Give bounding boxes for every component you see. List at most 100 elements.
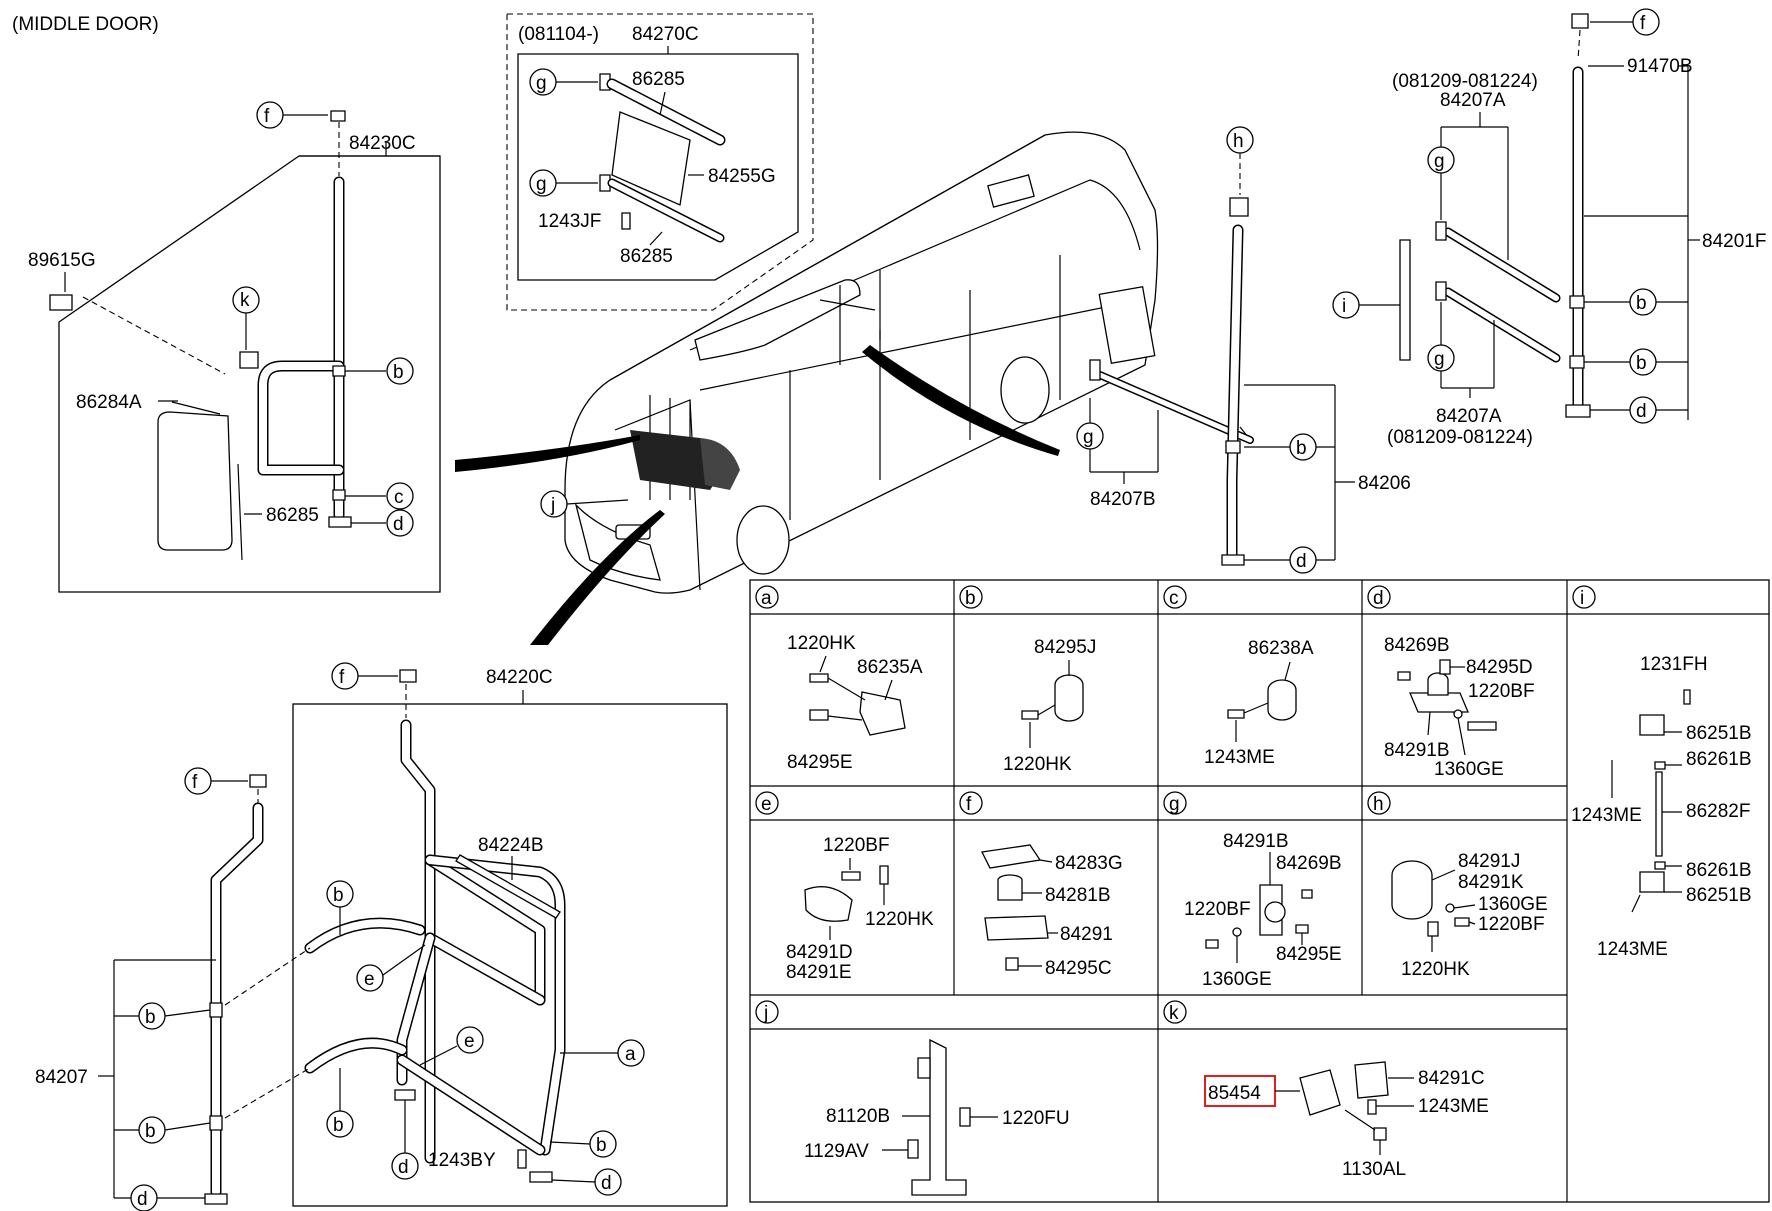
part-84270c-label: 84270C (632, 24, 699, 45)
roof-hatch-icon (987, 174, 1035, 208)
table-header-f: f (959, 791, 983, 815)
svg-text:1243ME: 1243ME (1571, 805, 1642, 826)
svg-text:1220BF: 1220BF (823, 835, 890, 856)
front-wheel-icon (736, 505, 790, 575)
callout-e-84220c-1[interactable] (356, 964, 384, 992)
parts-table: a b c d i e f g h j k 1220HK 86235A 8429… (749, 579, 1770, 1203)
svg-text:g: g (1083, 427, 1094, 448)
table-header-i: i (1572, 585, 1596, 609)
svg-text:g: g (1434, 349, 1445, 370)
callout-d[interactable] (386, 509, 414, 537)
part-86238a-icon (1267, 679, 1297, 721)
table-header-b: b (959, 585, 983, 609)
svg-text:84283G: 84283G (1055, 853, 1123, 874)
pole-base-icon (328, 516, 352, 528)
svg-text:84295J: 84295J (1034, 637, 1096, 658)
part-84295j-icon (1054, 674, 1084, 722)
svg-text:b: b (1636, 353, 1647, 374)
svg-text:84269B: 84269B (1276, 853, 1342, 874)
part-1243by-label: 1243BY (428, 1150, 496, 1171)
strip-84224b-icon (455, 854, 561, 919)
clip-k-icon (239, 351, 259, 369)
cell-i: 1231FH 86251B 86261B 1243ME 86282F 86261… (1571, 654, 1752, 960)
svg-text:h: h (1233, 131, 1244, 152)
part-1243jf-label: 1243JF (538, 211, 601, 232)
callout-c-text: c (394, 487, 404, 508)
svg-text:84295E: 84295E (1276, 944, 1342, 965)
svg-text:86282F: 86282F (1686, 801, 1750, 822)
part-91470b-label: 91470B (1627, 56, 1693, 77)
part-84291d-icon (804, 886, 853, 922)
ceiling-clip-icon (1229, 197, 1249, 217)
svg-text:86261B: 86261B (1686, 749, 1752, 770)
part-84291b-d-icon (1409, 692, 1469, 713)
callout-b-text: b (393, 362, 404, 383)
part-84291j-icon (1391, 860, 1433, 920)
svg-text:84291C: 84291C (1418, 1068, 1485, 1089)
svg-text:g: g (536, 174, 547, 195)
part-84207a-top-date: (081209-081224) (1392, 71, 1538, 92)
svg-text:84295D: 84295D (1466, 657, 1533, 678)
svg-text:b: b (333, 1115, 344, 1136)
assembly-84230c: 84230C f k b c d 89615G 86284A (28, 101, 441, 593)
svg-text:b: b (965, 588, 976, 609)
part-81120b-icon (911, 1038, 967, 1196)
cell-j: 81120B 1220FU 1129AV (804, 1038, 1070, 1196)
svg-text:1220HK: 1220HK (865, 909, 934, 930)
svg-text:84281B: 84281B (1045, 885, 1111, 906)
part-84224b-label: 84224B (478, 835, 544, 856)
screw-1243jf-icon (621, 212, 631, 230)
callout-k-text: k (240, 290, 250, 311)
callout-f-84201f[interactable] (1632, 8, 1660, 36)
callout-f-text: f (264, 106, 270, 127)
clip-g-bot-icon (599, 174, 611, 192)
svg-text:84295C: 84295C (1045, 958, 1112, 979)
assembly-84207: f b b d 84207 (35, 767, 311, 1211)
svg-text:a: a (625, 1044, 636, 1065)
part-86282f-icon (1655, 771, 1663, 857)
cell-d: 84269B 84295D 1220BF 84291B 1360GE (1384, 635, 1535, 780)
bus-illustration: j (455, 131, 1254, 645)
cell-g: 84291B 84269B 1220BF 1360GE 84295E (1184, 831, 1342, 990)
svg-text:a: a (761, 588, 772, 609)
table-header-c: c (1163, 585, 1187, 609)
svg-text:d: d (1373, 588, 1384, 609)
table-header-a: a (755, 585, 779, 609)
svg-text:84291B: 84291B (1223, 831, 1289, 852)
svg-text:86235A: 86235A (857, 657, 923, 678)
table-header-j: j (755, 1000, 779, 1024)
middle-door-label: (MIDDLE DOOR) (12, 14, 159, 35)
plug-89615g-icon (49, 294, 73, 311)
svg-text:d: d (1296, 551, 1307, 572)
svg-text:86238A: 86238A (1248, 638, 1314, 659)
svg-text:1130AL: 1130AL (1342, 1159, 1406, 1180)
callout-f-84207[interactable] (184, 767, 212, 795)
svg-text:i: i (1580, 588, 1584, 609)
cell-f: 84283G 84281B 84291 84295C (981, 844, 1123, 979)
inset-84270c: (081104-) 84270C g g 86285 84255G 1243JF… (506, 13, 814, 311)
part-84207-label: 84207 (35, 1067, 88, 1088)
callout-f[interactable] (256, 101, 284, 129)
callout-k[interactable] (232, 286, 260, 314)
callout-e-84220c-2[interactable] (456, 1026, 484, 1054)
cell-c: 86238A 1243ME (1204, 638, 1314, 768)
assembly-84206: h b d 84206 g 84207B (1076, 126, 1411, 574)
side-rail-i-icon (1399, 239, 1411, 361)
part-86251b-icon (1639, 714, 1665, 736)
svg-text:f: f (339, 667, 345, 688)
assembly-84201f: f 91470B 84201F (081209-081224) 84207A g… (1332, 8, 1766, 448)
part-84255g-label: 84255G (708, 166, 776, 187)
part-86285-inset-top-label: 86285 (632, 69, 685, 90)
svg-text:e: e (364, 969, 375, 990)
svg-text:b: b (145, 1121, 156, 1142)
callout-f-84220c[interactable] (331, 662, 359, 690)
callout-c[interactable] (386, 482, 414, 510)
svg-text:d: d (137, 1189, 148, 1210)
window-84255g-icon (611, 111, 691, 206)
svg-text:b: b (1296, 438, 1307, 459)
svg-text:e: e (761, 794, 772, 815)
part-85454-label[interactable]: 85454 (1208, 1083, 1261, 1104)
callout-b[interactable] (386, 357, 414, 385)
svg-text:j: j (763, 1003, 768, 1024)
